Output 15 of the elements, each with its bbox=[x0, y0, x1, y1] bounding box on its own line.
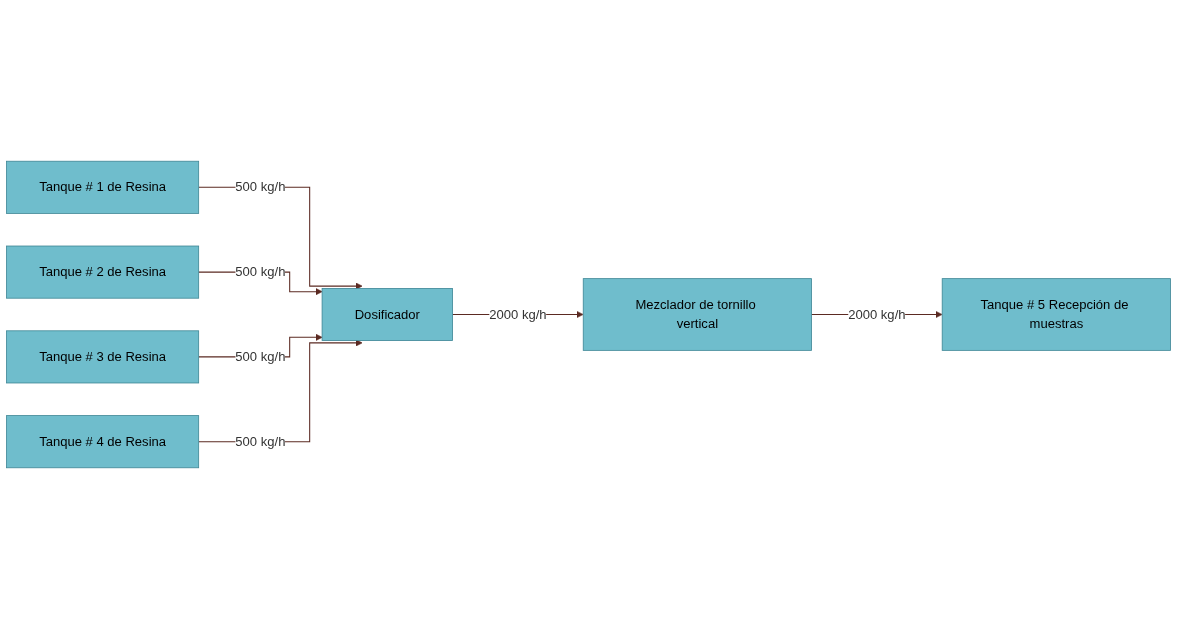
edge-label: 2000 kg/h bbox=[489, 307, 547, 322]
edge-label: 500 kg/h bbox=[235, 349, 286, 364]
node-box: Dosificador bbox=[321, 288, 453, 341]
node-box: Tanque # 5 Recepción de muestras bbox=[941, 278, 1171, 351]
arrow bbox=[198, 339, 363, 443]
edge-label: 500 kg/h bbox=[235, 179, 286, 194]
node-box: Mezclador de tornillo vertical bbox=[582, 278, 812, 351]
edge-label: 2000 kg/h bbox=[848, 307, 906, 322]
edge-label: 500 kg/h bbox=[235, 264, 286, 279]
arrow bbox=[198, 186, 363, 290]
node-box: Tanque # 4 de Resina bbox=[6, 415, 200, 469]
node-box: Tanque # 3 de Resina bbox=[6, 330, 200, 384]
node-box: Tanque # 1 de Resina bbox=[6, 160, 200, 214]
edge-label: 500 kg/h bbox=[235, 434, 286, 449]
node-box: Tanque # 2 de Resina bbox=[6, 245, 200, 299]
